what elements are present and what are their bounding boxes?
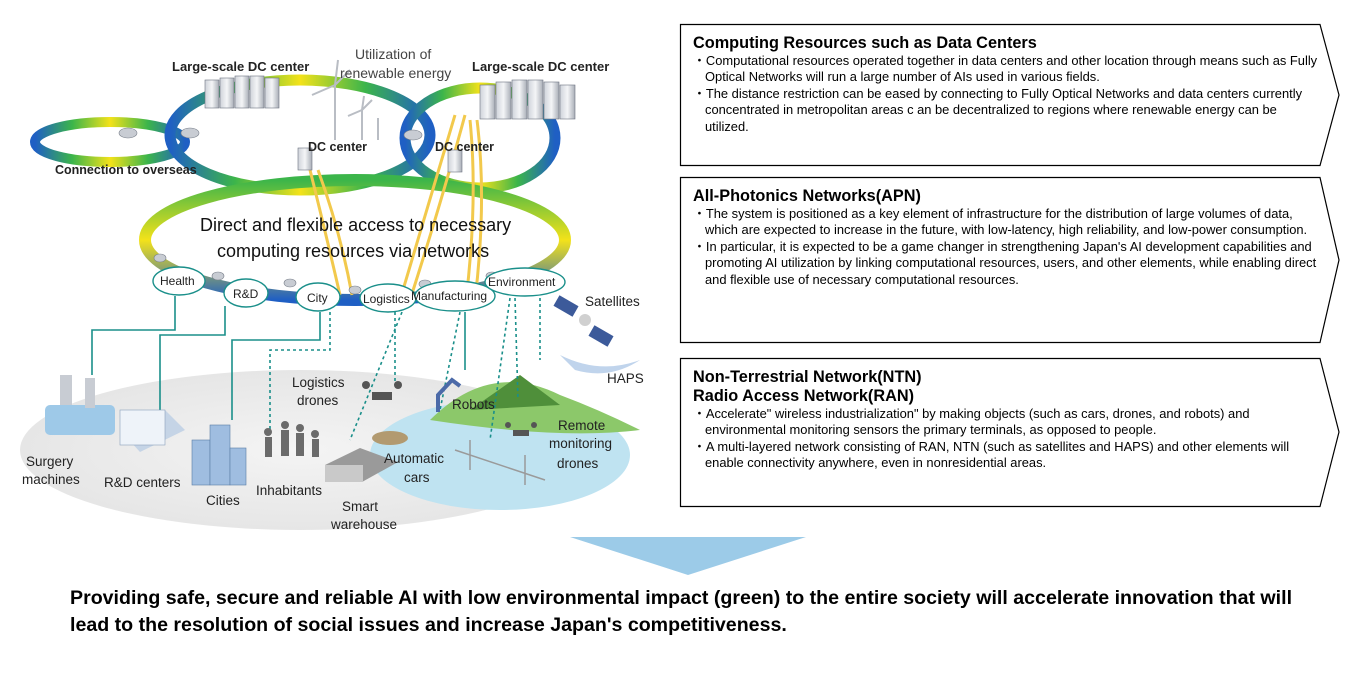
domain-label-manufacturing: Manufacturing — [411, 289, 487, 303]
label-surgery-1: Surgery — [26, 454, 74, 469]
label-dc-large-right: Large-scale DC center — [472, 59, 609, 74]
fiber-links — [308, 114, 484, 301]
dc-server-right — [479, 79, 576, 120]
domain-label-logistics: Logistics — [363, 292, 410, 306]
remote-drone-icon — [505, 422, 537, 436]
info-box-frame — [679, 357, 1340, 508]
label-access-1: Direct and flexible access to necessary — [200, 215, 511, 235]
network-diagram: Large-scale DC center Large-scale DC cen… — [20, 46, 644, 532]
automatic-car-icon — [372, 431, 408, 445]
label-smart-2: warehouse — [330, 517, 397, 532]
label-smart-1: Smart — [342, 499, 378, 514]
dc-server-center-right — [447, 149, 463, 173]
rd-center-icon — [119, 409, 185, 452]
bridge-icon — [454, 440, 546, 485]
conclusion-statement: Providing safe, secure and reliable AI w… — [70, 587, 1293, 636]
label-logistics-drones-1: Logistics — [292, 375, 345, 390]
down-arrow — [570, 537, 806, 575]
box-title-ran: Radio Access Network(RAN) — [693, 387, 915, 405]
domain-label-city: City — [307, 291, 328, 305]
storage-nodes — [118, 127, 499, 295]
label-remote-3: drones — [557, 456, 599, 471]
box-bullet: ・Computational resources operated togeth… — [693, 53, 1318, 85]
box-bullet: ・The system is positioned as a key eleme… — [693, 206, 1308, 238]
surgery-machine-icon — [45, 375, 115, 435]
domain-label-rd: R&D — [233, 287, 259, 301]
box-title-ntn: Non-Terrestrial Network(NTN) — [693, 368, 922, 386]
dc-server-center-left — [297, 147, 313, 171]
box-title-apn: All-Photonics Networks(APN) — [693, 187, 921, 205]
info-box-computing-resources: Computing Resources such as Data Centers… — [679, 23, 1340, 167]
mountain — [470, 375, 560, 410]
satellite-icon — [553, 295, 614, 347]
label-surgery-2: machines — [22, 472, 80, 487]
label-remote-2: monitoring — [549, 436, 612, 451]
dc-server-left — [204, 75, 280, 109]
info-box-ntn-ran: Non-Terrestrial Network(NTN) Radio Acces… — [679, 357, 1340, 508]
info-box-frame — [679, 176, 1340, 344]
box-title-computing: Computing Resources such as Data Centers — [693, 34, 1037, 52]
label-dc-center-right: DC center — [435, 140, 494, 154]
endpoint-links — [91, 296, 541, 441]
label-haps: HAPS — [607, 371, 644, 386]
label-logistics-drones-2: drones — [297, 393, 339, 408]
box-bullet: ・The distance restriction can be eased b… — [693, 85, 1303, 134]
box-bullet: ・In particular, it is expected to be a g… — [693, 238, 1317, 287]
box-bullet: ・A multi-layered network consisting of R… — [693, 438, 1290, 471]
info-box-apn: All-Photonics Networks(APN) ・The system … — [679, 176, 1340, 344]
label-renewable-2: renewable energy — [340, 65, 451, 81]
domain-clouds — [152, 266, 566, 313]
wind-turbine-icon — [311, 59, 379, 140]
label-automatic-1: Automatic — [384, 451, 444, 466]
logistics-drone-icon — [362, 381, 402, 400]
robot-arm-icon — [436, 377, 462, 412]
label-overseas: Connection to overseas — [55, 163, 197, 177]
domain-label-health: Health — [160, 274, 195, 288]
info-box-frame — [679, 23, 1340, 167]
label-access-2: computing resources via networks — [217, 241, 489, 261]
label-cities: Cities — [206, 493, 240, 508]
ring-overseas — [30, 117, 190, 167]
ring-left — [164, 74, 436, 196]
label-automatic-2: cars — [404, 470, 430, 485]
haps-icon — [560, 355, 640, 374]
label-rd-centers: R&D centers — [104, 475, 181, 490]
label-remote-1: Remote — [558, 418, 605, 433]
inhabitants-icon — [264, 421, 319, 457]
label-inhabitants: Inhabitants — [256, 483, 322, 498]
cities-icon — [191, 424, 247, 486]
label-dc-large-left: Large-scale DC center — [172, 59, 309, 74]
ring-access — [139, 174, 571, 306]
smart-warehouse-icon — [325, 448, 398, 482]
domain-label-environment: Environment — [488, 275, 556, 289]
hill — [430, 382, 640, 434]
box-bullet: ・Accelerate" wireless industrialization"… — [693, 406, 1250, 438]
label-satellites: Satellites — [585, 294, 640, 309]
label-renewable-1: Utilization of — [355, 46, 431, 62]
label-dc-center-left: DC center — [308, 140, 367, 154]
label-robots: Robots — [452, 397, 495, 412]
